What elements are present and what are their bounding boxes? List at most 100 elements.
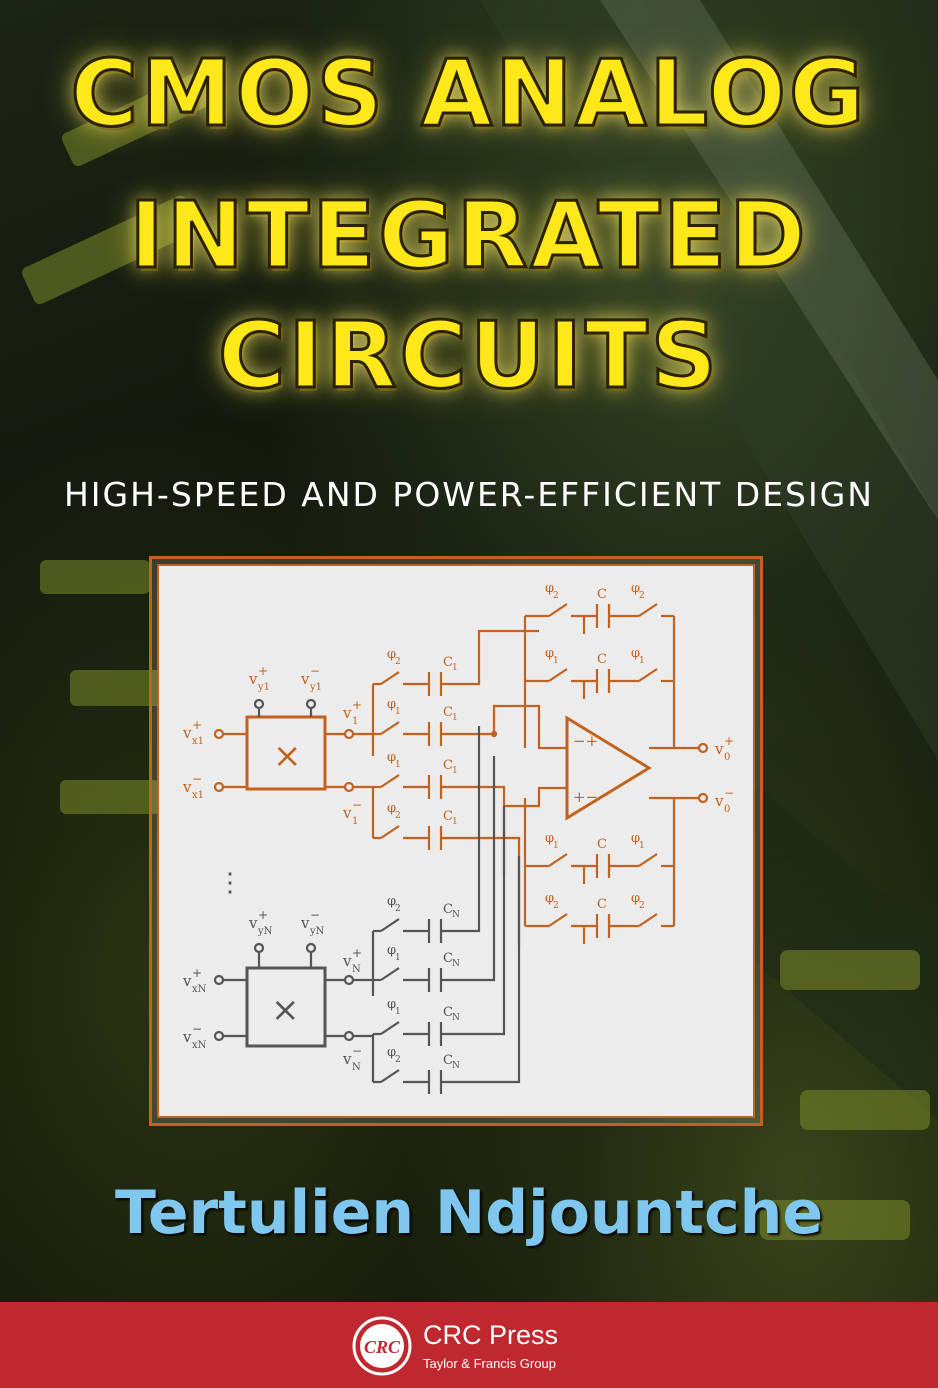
terminal [343, 974, 355, 986]
wire [469, 806, 506, 1036]
phi-label: φ [387, 997, 396, 1012]
phi-sub: 1 [639, 656, 645, 666]
vy1-minus-label: v [300, 670, 310, 688]
wire [469, 856, 521, 1084]
vyn-minus-label-sup: − [310, 908, 320, 922]
cap-label: C [443, 902, 453, 917]
wire [548, 668, 568, 682]
phi-sub: 2 [639, 591, 645, 601]
wire [380, 825, 400, 839]
terminal [343, 728, 355, 740]
cap-sub: N [452, 959, 460, 969]
phi-sub: 1 [395, 953, 401, 963]
vxn-plus-label-sup: + [192, 966, 202, 980]
wire [469, 726, 481, 933]
phi-sub: 2 [639, 901, 645, 911]
vxn-plus-label-sub: xN [192, 984, 207, 995]
phi-sub: 1 [553, 841, 559, 851]
wire [469, 785, 506, 876]
v1-minus-label-sub: 1 [352, 816, 358, 827]
cap-sub: N [452, 1061, 460, 1071]
wire [380, 1021, 400, 1035]
phi-sub: 2 [395, 904, 401, 914]
vyn-plus-label-sub: yN [257, 926, 273, 937]
title-line-3: CIRCUITS [216, 302, 721, 409]
terminal [213, 781, 225, 793]
phi-label: φ [387, 894, 396, 909]
vn-minus-label-sub: N [352, 1062, 361, 1073]
wire [548, 603, 568, 617]
phi-label: φ [545, 581, 554, 596]
vx1-minus-label-sup: − [192, 772, 202, 786]
opamp-lower-inputs: +− [573, 788, 598, 806]
terminal [697, 742, 709, 754]
ellipsis: ⋮ [217, 868, 243, 898]
v0-minus-label: v [714, 792, 724, 810]
cap-label: C [443, 1005, 453, 1020]
publisher-group: Taylor & Francis Group [423, 1356, 556, 1371]
phi-label: φ [545, 891, 554, 906]
wire [380, 774, 400, 788]
phi-sub: 1 [395, 760, 401, 770]
vxn-plus-label: v [182, 972, 192, 990]
vx1-plus-label-sup: + [192, 718, 202, 732]
vyn-minus-label: v [300, 914, 310, 932]
subtitle: HIGH-SPEED AND POWER-EFFICIENT DESIGN [63, 475, 874, 514]
cap-label: C [597, 837, 607, 852]
opamp-upper-inputs: −+ [573, 732, 598, 750]
wire [638, 668, 658, 682]
vn-plus-label-sub: N [352, 964, 361, 975]
cap-label: C [443, 655, 453, 670]
phi-sub: 1 [395, 1007, 401, 1017]
phi-sub: 1 [639, 841, 645, 851]
vn-minus-label: v [342, 1050, 352, 1068]
v1-plus-label-sup: + [352, 698, 362, 712]
cap-label: C [443, 1053, 453, 1068]
wire [380, 671, 400, 685]
terminal [305, 698, 317, 710]
v0-plus-label-sub: 0 [724, 752, 730, 763]
multiplier-symbol-1: × [273, 736, 302, 776]
vyn-plus-label-sup: + [258, 908, 268, 922]
phi-label: φ [631, 646, 640, 661]
cap-sub: 1 [452, 663, 458, 673]
author-name: Tertulien Ndjountche [114, 1178, 824, 1248]
vx1-plus-label-sub: x1 [192, 736, 204, 747]
opamp-triangle [565, 715, 652, 821]
wire [638, 913, 658, 927]
multiplier-symbol-n: × [271, 990, 300, 1030]
phi-sub: 2 [395, 1055, 401, 1065]
wire [548, 853, 568, 867]
terminal [213, 728, 225, 740]
vx1-minus-label-sub: x1 [192, 790, 204, 801]
cap-label: C [443, 758, 453, 773]
phi-label: φ [387, 943, 396, 958]
vx1-minus-label: v [182, 778, 192, 796]
wire [469, 756, 496, 982]
vyn-plus-label: v [248, 914, 258, 932]
wire [469, 629, 539, 686]
terminal [213, 1030, 225, 1042]
phi-label: φ [545, 831, 554, 846]
wire [504, 786, 567, 808]
wire [380, 918, 400, 932]
vn-plus-label: v [342, 952, 352, 970]
phi-label: φ [631, 581, 640, 596]
wire [638, 603, 658, 617]
multiplier-block-n [245, 966, 327, 1048]
cap-label: C [443, 705, 453, 720]
v0-plus-label-sup: + [724, 734, 734, 748]
terminal [305, 942, 317, 954]
phi-sub: 2 [395, 811, 401, 821]
vx1-plus-label: v [182, 724, 192, 742]
publisher-bar: CRC CRC Press Taylor & Francis Group [0, 1302, 938, 1388]
cap-sub: N [452, 910, 460, 920]
cap-label: C [597, 897, 607, 912]
phi-label: φ [387, 697, 396, 712]
phi-label: φ [545, 646, 554, 661]
vy1-plus-label-sub: y1 [257, 682, 270, 693]
terminal [213, 974, 225, 986]
phi-sub: 2 [553, 591, 559, 601]
